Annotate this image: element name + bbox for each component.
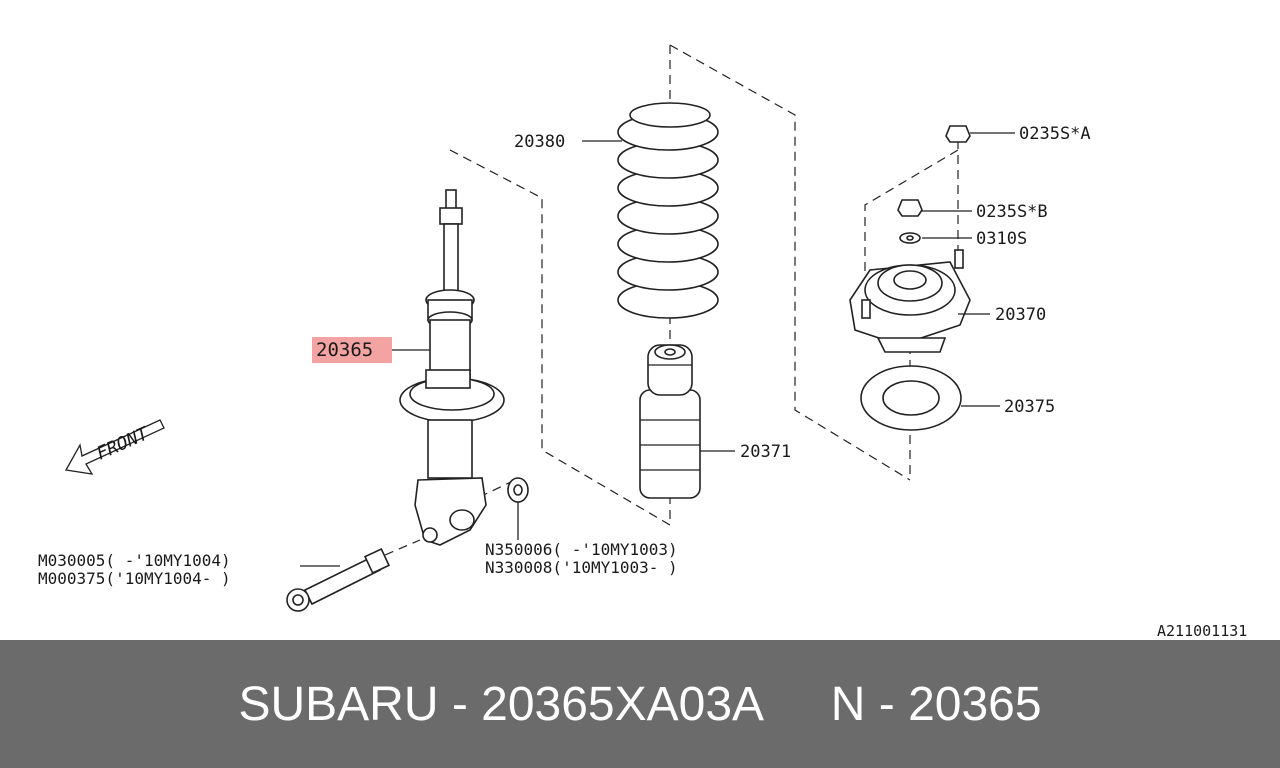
- bolt-label-2: M000375('10MY1004- ): [38, 569, 231, 588]
- nut-label-2: N330008('10MY1003- ): [485, 558, 678, 577]
- nut-b-label: 0235S*B: [976, 202, 1048, 222]
- caption-number: N - 20365: [830, 677, 1042, 731]
- spring-seat: [860, 365, 962, 431]
- front-arrow-icon: [64, 419, 165, 475]
- reference-code: A211001131: [1157, 622, 1247, 640]
- bolt-label-1: M030005( -'10MY1004): [38, 551, 231, 570]
- nut-label-1: N350006( -'10MY1003): [485, 540, 678, 559]
- front-label: FRONT: [93, 423, 152, 465]
- strut-label: 20365: [316, 339, 373, 361]
- lower-nut: [507, 477, 529, 503]
- caption-brand: SUBARU - 20365XA03A: [238, 677, 765, 731]
- top-nut-a: [945, 125, 971, 143]
- nut-a-label: 0235S*A: [1019, 124, 1091, 144]
- mounting-bolt: [286, 547, 391, 612]
- strut-assembly: [399, 189, 505, 546]
- spring-label: 20380: [514, 132, 565, 152]
- parts-diagram: 20380 20371 20365 M030: [38, 44, 1247, 640]
- washer: [899, 232, 921, 244]
- coil-spring: [617, 102, 719, 319]
- caption-spacer: [764, 677, 831, 732]
- bump-stop-label: 20371: [740, 442, 791, 462]
- mount-label: 20370: [995, 305, 1046, 325]
- strut-mount: [849, 249, 971, 353]
- strut-highlight: [312, 337, 392, 363]
- caption-bar: SUBARU - 20365XA03A N - 20365: [0, 640, 1280, 768]
- seat-label: 20375: [1004, 397, 1055, 417]
- washer-label: 0310S: [976, 229, 1027, 249]
- bump-stop: [639, 344, 701, 499]
- top-nut-b: [897, 199, 923, 217]
